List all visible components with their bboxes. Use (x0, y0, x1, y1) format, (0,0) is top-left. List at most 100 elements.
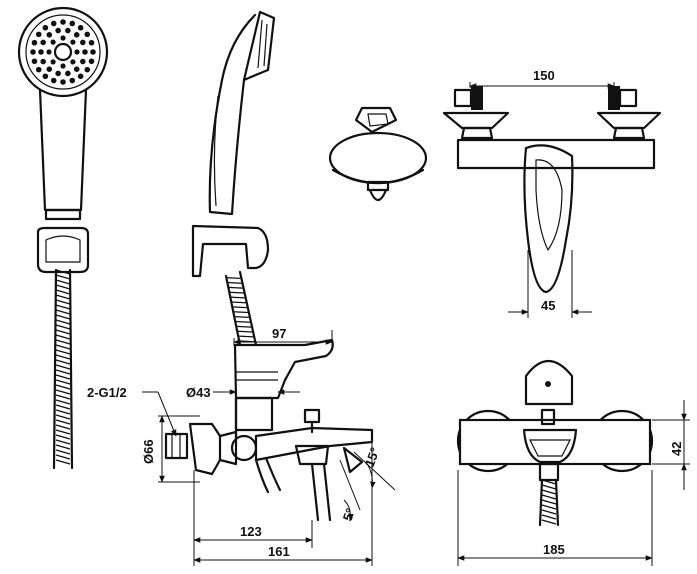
hose-winding (55, 444, 71, 450)
hose-winding (238, 335, 254, 338)
nozzle (31, 58, 38, 65)
hose-winding (541, 519, 557, 525)
hose-winding (55, 339, 71, 345)
nozzle (38, 49, 44, 55)
hose-winding (55, 324, 71, 330)
hose-winding (55, 304, 71, 310)
hand-shower-front-view (17, 6, 109, 470)
hose-winding (55, 364, 71, 370)
faucet-top-view (442, 86, 662, 294)
hose-winding (541, 479, 557, 485)
nozzle (73, 66, 80, 73)
nozzle (82, 49, 88, 55)
nozzle (35, 31, 42, 38)
nozzle (80, 39, 86, 46)
hose-winding (226, 281, 242, 284)
hose-winding (55, 274, 71, 280)
nozzle (46, 31, 53, 38)
nozzle (50, 77, 57, 84)
label-angle-15: 15° (362, 445, 383, 469)
hose-winding (55, 399, 71, 405)
nozzle (60, 79, 66, 85)
label-185: 185 (543, 542, 565, 557)
nozzle (65, 70, 71, 77)
hose-winding (541, 499, 557, 505)
hose-winding (55, 394, 71, 400)
nozzle (88, 58, 95, 65)
nozzle (80, 58, 86, 65)
hose-winding (235, 320, 251, 323)
shower-hose-side (225, 276, 255, 343)
nozzle (70, 39, 76, 45)
hose-winding (55, 409, 71, 415)
hose-winding (541, 509, 557, 515)
hose-winding (55, 334, 71, 340)
nozzle (50, 59, 56, 65)
label-161: 161 (268, 544, 290, 559)
dimension-lines (142, 82, 690, 566)
hose-winding (541, 514, 557, 520)
hose-winding (227, 286, 243, 289)
hose-winding (55, 279, 71, 285)
hose-winding (55, 349, 71, 355)
hose-winding (225, 276, 241, 280)
nozzle (55, 70, 61, 77)
hose-winding (55, 354, 71, 360)
hose-winding (55, 299, 71, 305)
nozzle (40, 39, 46, 46)
hose-winding (232, 306, 247, 309)
nozzle (84, 31, 91, 38)
label-97: 97 (272, 326, 286, 341)
hose-winding (55, 404, 71, 410)
hose-winding (233, 311, 249, 314)
hose-winding (541, 504, 557, 510)
nozzle (77, 24, 84, 31)
faucet-side-view (164, 10, 396, 522)
hose-winding (236, 325, 252, 328)
nozzle (60, 63, 66, 69)
nozzle (35, 66, 42, 73)
nozzle (31, 39, 38, 46)
hose-winding (230, 296, 245, 299)
hose-winding (55, 379, 71, 385)
dimension-labels: 2-G1/2 Ø66 Ø43 97 150 45 42 123 161 185 … (87, 68, 684, 559)
nozzle (70, 59, 76, 65)
nozzle (40, 58, 46, 65)
label-42: 42 (669, 442, 684, 456)
label-angle-5: 5° (340, 506, 358, 523)
nozzle (55, 27, 61, 34)
hose-winding (55, 439, 71, 445)
hose-winding (234, 315, 250, 319)
spray-nozzles (30, 19, 96, 85)
hose-winding (55, 389, 71, 395)
hose-winding (55, 369, 71, 375)
nozzle (46, 66, 53, 73)
hose-winding (541, 484, 557, 490)
hose-winding (237, 330, 253, 333)
hose-winding (55, 344, 71, 350)
nozzle (50, 39, 56, 45)
shower-hose (55, 269, 71, 465)
handle-detail (328, 106, 428, 202)
nozzle (60, 19, 66, 25)
hose-winding (229, 291, 244, 294)
hose-winding (231, 301, 246, 304)
hose-winding (55, 374, 71, 380)
hose-winding (55, 309, 71, 315)
label-diam-43: Ø43 (186, 385, 211, 400)
hose-winding (55, 329, 71, 335)
hose-winding (55, 319, 71, 325)
hose-winding (541, 494, 557, 500)
hose-winding (55, 384, 71, 390)
nozzle (42, 73, 49, 80)
shower-hose-front (541, 479, 557, 525)
hose-winding (55, 294, 71, 300)
nozzle (84, 66, 91, 73)
nozzle (60, 35, 66, 41)
hose-winding (55, 434, 71, 440)
nozzle (74, 49, 80, 55)
nozzle (46, 49, 52, 55)
hose-winding (55, 314, 71, 320)
hose-winding (55, 454, 71, 460)
